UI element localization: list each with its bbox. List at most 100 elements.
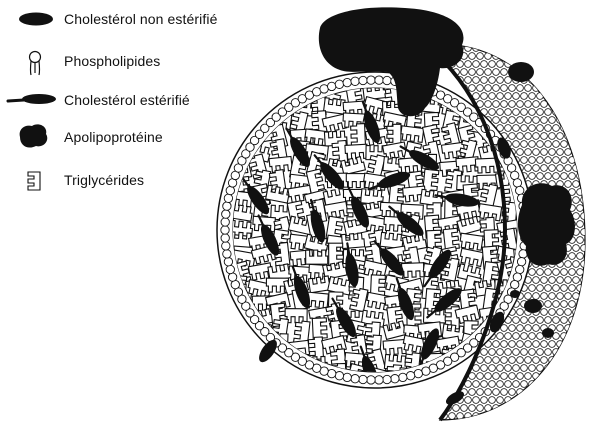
phospholipid-head xyxy=(391,375,399,383)
phospholipid-head xyxy=(585,413,592,420)
phospholipid-head xyxy=(489,61,496,68)
phospholipid-head xyxy=(453,421,460,427)
phospholipid-head xyxy=(557,357,564,364)
phospholipid-head xyxy=(497,45,504,52)
phospholipid-head xyxy=(589,389,596,396)
phospholipid-head xyxy=(573,85,580,92)
apoprotein-small-bottom xyxy=(524,299,542,313)
phospholipid-head xyxy=(375,376,383,384)
phospholipid-head xyxy=(517,357,524,364)
phospholipid-head xyxy=(453,405,460,412)
phospholipid-head xyxy=(493,357,500,364)
legend-label: Cholestérol non estérifié xyxy=(64,11,217,27)
phospholipid-head xyxy=(513,179,521,187)
phospholipid-head xyxy=(521,109,528,116)
phospholipid-head xyxy=(545,157,552,164)
phospholipid-head xyxy=(537,157,544,164)
phospholipid-head xyxy=(485,69,492,76)
phospholipid-head xyxy=(469,389,476,396)
phospholipid-head xyxy=(537,173,544,180)
phospholipid-head xyxy=(577,285,584,292)
phospholipid-head xyxy=(581,373,588,380)
phospholipid-head xyxy=(399,373,407,381)
phospholipid-head xyxy=(569,45,576,52)
phospholipid-head xyxy=(433,381,440,388)
phospholipid-head xyxy=(517,53,524,60)
phospholipid-head xyxy=(561,77,568,84)
phospholipid-head xyxy=(521,93,528,100)
phospholipid-head xyxy=(422,367,430,375)
phospholipid-head xyxy=(517,341,524,348)
phospholipid-head xyxy=(529,397,536,404)
phospholipid-head xyxy=(351,77,359,85)
phospholipid-head xyxy=(437,405,444,412)
phospholipid-head xyxy=(525,293,532,300)
phospholipid-head xyxy=(497,365,504,372)
phospholipid-head xyxy=(541,277,548,284)
phospholipid-head xyxy=(541,389,548,396)
phospholipid-head xyxy=(537,349,544,356)
phospholipid-head xyxy=(589,197,596,204)
phospholipid-head xyxy=(505,45,512,52)
phospholipid-head xyxy=(573,261,580,268)
phospholipid-head xyxy=(414,369,422,377)
phospholipid-head xyxy=(549,117,556,124)
phospholipid-head xyxy=(533,101,540,108)
phospholipid-head xyxy=(569,381,576,388)
phospholipid-head xyxy=(461,405,468,412)
phospholipid-head xyxy=(585,77,592,84)
phospholipid-head xyxy=(577,45,584,52)
phospholipid-head xyxy=(573,101,580,108)
phospholipid-head xyxy=(569,253,576,260)
phospholipid-head xyxy=(537,77,544,84)
phospholipid-head xyxy=(585,365,592,372)
phospholipid-head xyxy=(545,93,552,100)
phospholipid-head xyxy=(521,125,528,132)
phospholipid-head xyxy=(553,301,560,308)
phospholipid-head xyxy=(561,269,568,276)
phospholipid-head xyxy=(565,373,572,380)
phospholipid-head xyxy=(461,69,468,76)
phospholipid-head xyxy=(469,37,476,44)
phospholipid-head xyxy=(585,269,592,276)
phospholipid-head xyxy=(585,333,592,340)
triglyceride-molecule xyxy=(306,250,328,264)
phospholipid-head xyxy=(473,77,480,84)
phospholipid-head xyxy=(589,373,596,380)
phospholipid-head xyxy=(509,341,516,348)
phospholipid-head xyxy=(367,376,375,384)
phospholipid-head xyxy=(477,37,484,44)
phospholipid-head xyxy=(577,333,584,340)
phospholipid-head xyxy=(537,397,544,404)
phospholipid-head xyxy=(589,165,596,172)
phospholipid-head xyxy=(537,285,544,292)
phospholipid-head xyxy=(525,373,532,380)
phospholipid-head xyxy=(573,373,580,380)
phospholipid-head xyxy=(529,141,536,148)
phospholipid-head xyxy=(517,389,524,396)
phospholipid-head xyxy=(585,125,592,132)
phospholipid-head xyxy=(501,101,508,108)
phospholipid-head xyxy=(557,421,564,427)
phospholipid-head xyxy=(505,413,512,420)
phospholipid-head xyxy=(573,149,580,156)
phospholipid-head xyxy=(473,61,480,68)
phospholipid-head xyxy=(541,53,548,60)
phospholipid-head xyxy=(537,365,544,372)
phospholipid-head xyxy=(557,37,564,44)
phospholipid-head xyxy=(565,309,572,316)
phospholipid-head xyxy=(573,405,580,412)
phospholipid-head xyxy=(541,165,548,172)
phospholipid-head xyxy=(541,133,548,140)
phospholipid-head xyxy=(335,372,343,380)
phospholipid-head xyxy=(529,125,536,132)
phospholipid-head xyxy=(477,357,484,364)
phospholipid-head xyxy=(545,141,552,148)
legend-label: Apolipoprotéine xyxy=(64,129,163,145)
phospholipid-head xyxy=(449,413,456,420)
phospholipid-head xyxy=(525,85,532,92)
phospholipid-head xyxy=(557,325,564,332)
phospholipid-head xyxy=(383,375,391,383)
phospholipid-head xyxy=(521,381,528,388)
phospholipid-head xyxy=(569,125,576,132)
